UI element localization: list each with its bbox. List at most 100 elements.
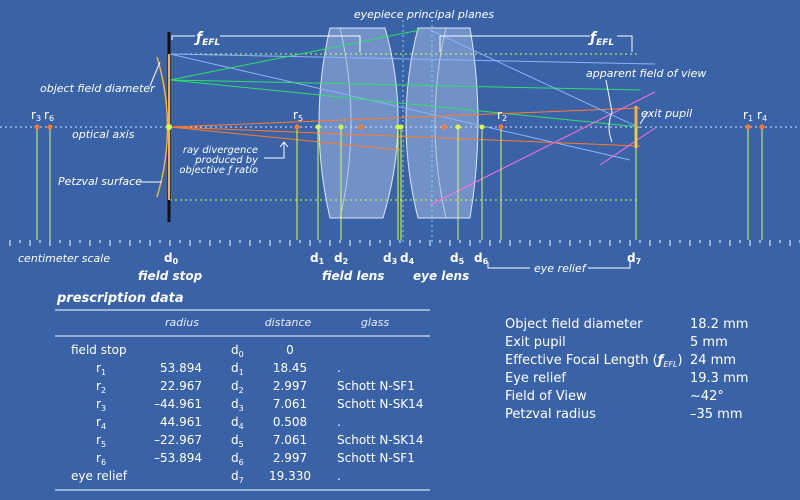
r-label-6: r6 [44,108,54,123]
marker-dots [34,124,765,130]
row-distance: 0 [286,343,294,357]
row-glass: Schott N-SK14 [337,433,423,447]
fefl-label-left: ƒEFL [193,30,220,48]
spec-value: –35 mm [690,407,743,422]
row-surface: r5 [96,433,106,449]
spec-row: Petzval radius –35 mm [505,407,743,422]
centimeter-scale-label: centimeter scale [18,252,110,265]
spec-value: 5 mm [690,335,728,350]
exit-pupil-label: exit pupil [641,107,692,120]
row-distance: 0.508 [273,415,307,429]
table-row: r4 44.961 d4 0.508. [96,415,341,431]
table-row: eye relief d7 19.330. [71,469,341,485]
row-d: d5 [231,433,244,449]
object-field-diameter-label: object field diameter [40,82,156,95]
prescription-title: prescription data [56,291,184,306]
row-distance: 2.997 [273,451,307,465]
header-glass: glass [361,316,390,329]
fefl-brackets [171,35,633,52]
spec-label: Petzval radius [505,407,596,422]
row-distance: 18.45 [273,361,307,375]
eye-relief-bracket-right [588,262,631,269]
field-stop-label: field stop [138,269,203,283]
row-glass: . [337,469,341,483]
d-label-2: d2 [334,251,348,266]
r-label-2: r2 [497,108,507,123]
petzval-surface-label: Petzval surface [58,175,142,188]
row-d: d7 [231,469,244,485]
eye-lens [405,27,479,219]
row-radius: –44.961 [154,397,202,411]
row-surface: r6 [96,451,106,467]
eye-relief-label: eye relief [534,262,588,275]
r-labels: r3 r6 r5 r2 r1 r4 [31,108,767,123]
r-label-5: r5 [293,108,303,123]
spec-row: Exit pupil 5 mm [505,335,728,350]
r-label-1: r1 [743,108,753,123]
spec-label: Field of View [505,389,587,404]
eye-relief-bracket-left [487,262,530,269]
row-glass: Schott N-SK14 [337,397,423,411]
d-label-0: d0 [164,251,179,266]
principal-planes-label: eyepiece principal planes [354,8,495,21]
d-label-4: d4 [400,251,415,266]
centimeter-scale-ticks [9,240,800,246]
d-label-6: d6 [474,251,489,266]
apparent-fov-label: apparent field of view [586,67,706,80]
row-surface: eye relief [71,469,128,483]
row-distance: 19.330 [269,469,311,483]
row-d: d2 [231,379,244,395]
d-label-3: d3 [383,251,397,266]
d-labels: d0 d1 d2 d3 d4 d5 d6 d7 [164,251,641,266]
spec-row: Field of View~42° [505,389,724,404]
r-label-3: r3 [31,108,41,123]
eye-lens-label: eye lens [413,269,469,283]
spec-label: Eye relief [505,371,566,386]
row-glass: Schott N-SF1 [337,379,415,393]
fefl-label-right: ƒEFL [587,30,614,48]
row-radius: 53.894 [160,361,202,375]
row-d: d4 [231,415,244,431]
d-label-1: d1 [310,251,325,266]
row-d: d3 [231,397,244,413]
row-d: d1 [231,361,244,377]
row-radius: –53.894 [154,451,202,465]
spec-value: 24 mm [690,353,736,368]
header-radius: radius [165,316,199,329]
field-lens [318,27,399,219]
spec-row: Effective Focal Length (ƒEFL) 24 mm [505,353,736,369]
row-distance: 2.997 [273,379,307,393]
spec-row: Object field diameter 18.2 mm [505,317,748,332]
row-surface: r4 [96,415,106,431]
apparent-fov-arc [608,111,613,143]
ray-divergence-line2: produced by [194,155,259,166]
row-surface: field stop [71,343,127,357]
spec-value: 18.2 mm [690,317,748,332]
row-radius: 44.961 [160,415,202,429]
row-distance: 7.061 [273,433,307,447]
spec-row: Eye relief 19.3 mm [505,371,748,386]
row-glass: . [337,415,341,429]
spec-value: 19.3 mm [690,371,748,386]
spec-label: Exit pupil [505,335,566,350]
spec-label: Object field diameter [505,317,643,332]
r-label-4: r4 [757,108,767,123]
header-distance: distance [265,316,312,329]
row-surface: r1 [96,361,106,377]
table-row: r3 –44.961 d3 7.061 Schott N-SK14 [96,397,423,413]
table-row: r6 –53.894 d6 2.997 Schott N-SF1 [96,451,415,467]
row-distance: 7.061 [273,397,307,411]
row-surface: r3 [96,397,106,413]
surface-markers [36,127,763,240]
row-surface: r2 [96,379,106,395]
rays [169,29,656,206]
row-d: d6 [231,451,244,467]
row-glass: Schott N-SF1 [337,451,415,465]
spec-label: Effective Focal Length (ƒEFL) [505,353,683,369]
